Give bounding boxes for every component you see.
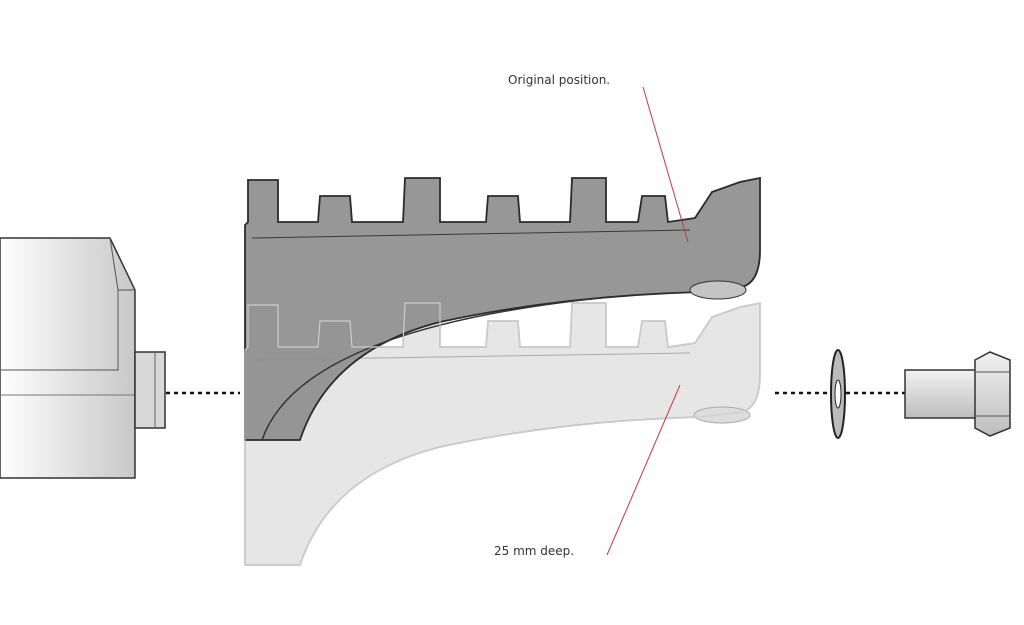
washer (830, 349, 846, 439)
label-25mm-deep: 25 mm deep. (494, 544, 575, 558)
leader-line-original (642, 86, 689, 243)
frame-bracket (0, 237, 166, 479)
leader-line-deep (606, 384, 681, 556)
bolt (904, 351, 1011, 437)
label-original-position: Original position. (508, 73, 611, 87)
footpeg-original (244, 177, 761, 441)
